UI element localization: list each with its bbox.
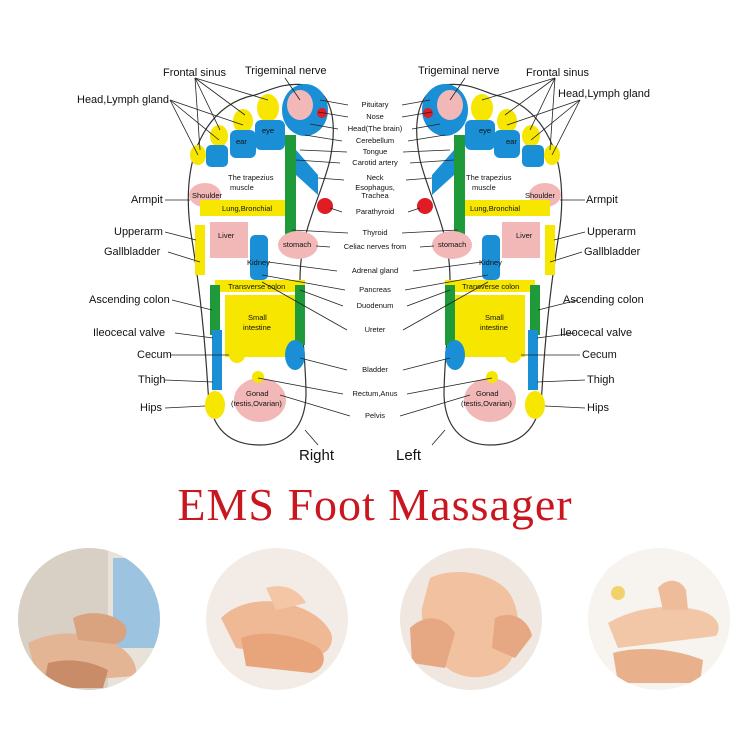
label-nose: Nose — [366, 112, 384, 121]
svg-text:muscle: muscle — [472, 183, 496, 192]
massage-photo-hands — [206, 548, 348, 690]
zone-gonad-right: Gonad — [246, 389, 269, 398]
label-ileocecal-left: Ileocecal valve — [560, 327, 632, 339]
zone-ear-right: ear — [236, 137, 247, 146]
label-armpit-right: Armpit — [131, 194, 163, 206]
label-hips-right: Hips — [140, 402, 163, 414]
zone-kidney-left: Kidney — [479, 258, 502, 267]
label-cecum-left: Cecum — [582, 349, 617, 361]
zone-ear-left: ear — [506, 137, 517, 146]
massage-photo-elderly — [18, 548, 160, 690]
label-trigeminal-right: Trigeminal nerve — [245, 65, 327, 77]
massage-photo-sole — [400, 548, 542, 690]
label-trachea: Trachea — [361, 191, 389, 200]
zone-shoulder-right: Shoulder — [192, 191, 223, 200]
label-thigh-right: Thigh — [138, 374, 166, 386]
zone-liver-left: Liver — [516, 231, 533, 240]
label-pituitary: Pituitary — [361, 100, 388, 109]
outer-labels-right-foot: Frontal sinus Head,Lymph gland Trigemina… — [77, 65, 335, 464]
zone-lung-right: Lung,Bronchial — [222, 204, 272, 213]
svg-text:muscle: muscle — [230, 183, 254, 192]
label-upperarm-left: Upperarm — [587, 226, 636, 238]
label-frontal-sinus-left: Frontal sinus — [526, 67, 589, 79]
label-hips-left: Hips — [587, 402, 610, 414]
label-thigh-left: Thigh — [587, 374, 615, 386]
label-tongue: Tongue — [363, 147, 388, 156]
label-parathyroid: Parathyroid — [356, 207, 394, 216]
label-bladder: Bladder — [362, 365, 388, 374]
zone-shoulder-left: Shoulder — [525, 191, 556, 200]
label-pancreas: Pancreas — [359, 285, 391, 294]
left-foot-zone-labels: eye ear The trapezius muscle Shoulder Lu… — [438, 126, 556, 408]
label-head-brain: Head(The brain) — [348, 124, 403, 133]
foot-reflexology-diagram: eye ear The trapezius muscle Shoulder Lu… — [77, 65, 650, 464]
label-rectum: Rectum,Anus — [352, 389, 397, 398]
label-armpit-left: Armpit — [586, 194, 618, 206]
label-frontal-sinus-right: Frontal sinus — [163, 67, 226, 79]
label-upperarm-right: Upperarm — [114, 226, 163, 238]
zone-transverse-colon-right: Transverse colon — [228, 282, 285, 291]
svg-text:(testis,Ovarian): (testis,Ovarian) — [461, 399, 512, 408]
zone-liver-right: Liver — [218, 231, 235, 240]
label-duodenum: Duodenum — [357, 301, 394, 310]
label-pelvis: Pelvis — [365, 411, 385, 420]
zone-trapezius-left: The trapezius — [466, 173, 512, 182]
zone-small-intestine-right: Small — [248, 313, 267, 322]
zone-gonad-left: Gonad — [476, 389, 499, 398]
right-toe-3 — [233, 109, 253, 133]
zone-small-intestine-left: Small — [485, 313, 504, 322]
label-head-lymph-right: Head,Lymph gland — [77, 94, 169, 106]
label-neck: Neck — [366, 173, 383, 182]
label-esophagus: Esophagus, — [355, 183, 395, 192]
right-foot: eye ear The trapezius muscle Shoulder Lu… — [187, 83, 334, 446]
label-carotid: Carotid artery — [352, 158, 398, 167]
zone-eye-right: eye — [262, 126, 274, 135]
page-title: EMS Foot Massager — [177, 479, 573, 530]
label-cecum-right: Cecum — [137, 349, 172, 361]
label-celiac: Celiac nerves from — [344, 242, 407, 251]
svg-text:intestine: intestine — [243, 323, 271, 332]
label-left-foot: Left — [396, 447, 422, 464]
label-trigeminal-left: Trigeminal nerve — [418, 65, 500, 77]
zone-stomach-right: stomach — [283, 240, 311, 249]
label-ileocecal-right: Ileocecal valve — [93, 327, 165, 339]
label-ascending-colon-left: Ascending colon — [563, 294, 644, 306]
zone-trapezius-right: The trapezius — [228, 173, 274, 182]
zone-transverse-colon-left: Transverse colon — [462, 282, 519, 291]
zone-lung-left: Lung,Bronchial — [470, 204, 520, 213]
leader-lines — [164, 77, 586, 446]
label-gallbladder-left: Gallbladder — [584, 246, 641, 258]
label-thyroid: Thyroid — [362, 228, 387, 237]
right-toe-4 — [210, 125, 228, 147]
zone-kidney-right: Kidney — [247, 258, 270, 267]
massage-photo-toes — [588, 548, 730, 690]
label-ascending-colon-right: Ascending colon — [89, 294, 170, 306]
svg-text:intestine: intestine — [480, 323, 508, 332]
label-adrenal: Adrenal gland — [352, 266, 398, 275]
center-labels: Pituitary Nose Head(The brain) Cerebellu… — [344, 100, 407, 420]
label-head-lymph-left: Head,Lymph gland — [558, 88, 650, 100]
svg-text:(testis,Ovarian): (testis,Ovarian) — [231, 399, 282, 408]
label-ureter: Ureter — [365, 325, 386, 334]
zone-eye-left: eye — [479, 126, 491, 135]
zone-stomach-left: stomach — [438, 240, 466, 249]
right-toe-2 — [257, 94, 279, 122]
label-right-foot: Right — [299, 447, 335, 464]
label-cerebellum: Cerebellum — [356, 136, 394, 145]
outer-labels-left-foot: Frontal sinus Head,Lymph gland Trigemina… — [396, 65, 650, 464]
label-gallbladder-right: Gallbladder — [104, 246, 161, 258]
